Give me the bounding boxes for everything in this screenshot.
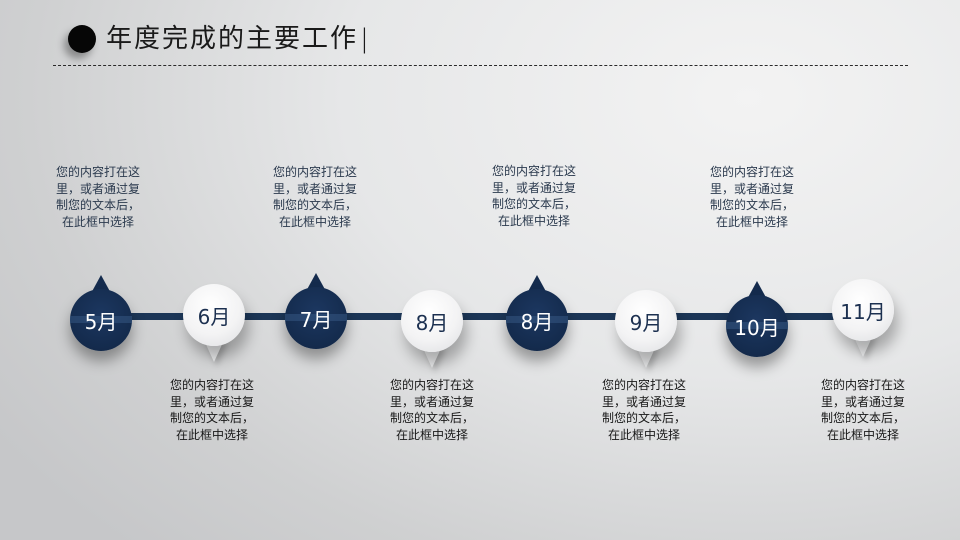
node-description[interactable]: 您的内容打在这里，或者通过复制您的文本后，在此框中选择	[55, 165, 140, 229]
month-badge: 5月	[70, 289, 132, 351]
month-label: 5月	[84, 309, 118, 334]
timeline-node-8a[interactable]: 8月	[401, 290, 463, 368]
node-description[interactable]: 您的内容打在这里，或者通过复制您的文本后，在此框中选择	[709, 165, 794, 229]
timeline-node-7[interactable]: 7月	[285, 273, 347, 349]
month-label: 10月	[734, 315, 780, 340]
node-description[interactable]: 您的内容打在这里，或者通过复制您的文本后，在此框中选择	[491, 164, 576, 228]
node-description[interactable]: 您的内容打在这里，或者通过复制您的文本后，在此框中选择	[389, 378, 474, 442]
month-label: 7月	[299, 307, 333, 332]
timeline-node-10[interactable]: 10月	[726, 281, 788, 357]
timeline-node-9[interactable]: 9月	[615, 290, 677, 368]
month-badge: 6月	[183, 284, 245, 346]
month-badge: 10月	[726, 295, 788, 357]
timeline-line	[100, 313, 860, 320]
month-badge: 7月	[285, 287, 347, 349]
month-badge: 8月	[401, 290, 463, 352]
node-description[interactable]: 您的内容打在这里，或者通过复制您的文本后，在此框中选择	[820, 378, 905, 442]
timeline-node-11[interactable]: 11月	[832, 279, 894, 357]
timeline-node-5[interactable]: 5月	[70, 275, 132, 351]
timeline-node-8b[interactable]: 8月	[506, 275, 568, 351]
month-badge: 8月	[506, 289, 568, 351]
month-badge: 9月	[615, 290, 677, 352]
month-badge: 11月	[832, 279, 894, 341]
page-title-text: 年度完成的主要工作	[106, 24, 359, 54]
month-label: 8月	[520, 309, 554, 334]
month-label: 6月	[197, 304, 231, 329]
text-cursor: |	[360, 24, 371, 54]
node-description[interactable]: 您的内容打在这里，或者通过复制您的文本后，在此框中选择	[272, 165, 357, 229]
timeline-node-6[interactable]: 6月	[183, 284, 245, 362]
title-bullet-icon	[68, 25, 96, 53]
month-label: 8月	[415, 310, 449, 335]
title-divider	[53, 65, 908, 66]
month-label: 11月	[840, 299, 886, 324]
node-description[interactable]: 您的内容打在这里，或者通过复制您的文本后，在此框中选择	[601, 378, 686, 442]
month-label: 9月	[629, 310, 663, 335]
node-description[interactable]: 您的内容打在这里，或者通过复制您的文本后，在此框中选择	[169, 378, 254, 442]
page-title[interactable]: 年度完成的主要工作|	[106, 20, 371, 58]
